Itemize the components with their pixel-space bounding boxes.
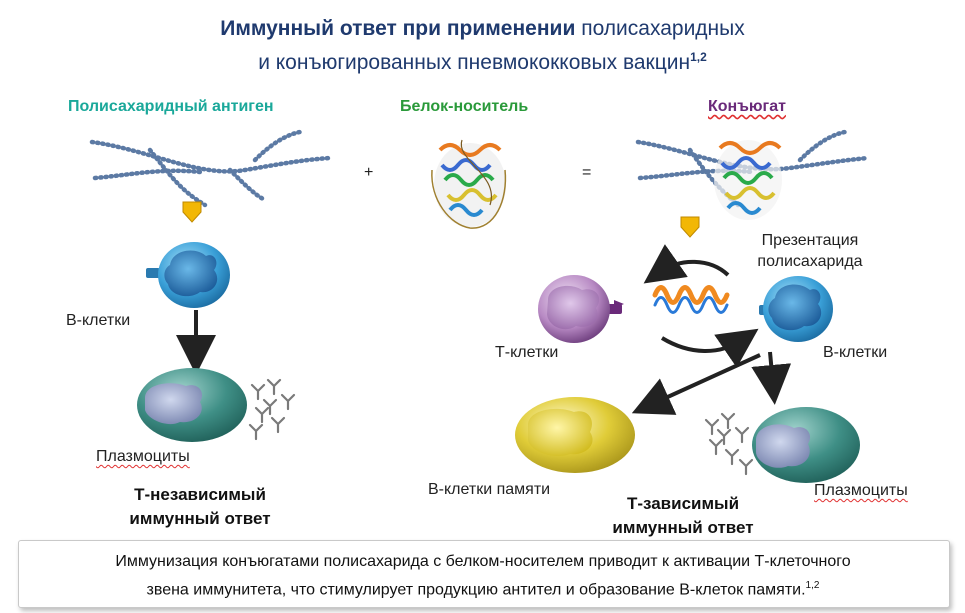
arrow-to-plasma-right <box>751 351 792 405</box>
antibodies-left-icon <box>248 378 296 441</box>
label-presentation: Презентация полисахарида <box>740 230 880 272</box>
label-b-cells-right: В-клетки <box>823 344 888 361</box>
title-line2: и конъюгированных пневмококковых вакцин <box>258 51 691 74</box>
footer-line2: звена иммунитета, что стимулирует продук… <box>146 581 806 599</box>
t-dependent-line1: Т-зависимый <box>626 494 740 513</box>
t-independent-line1: Т-независимый <box>134 485 266 504</box>
plasma-cell-right-icon <box>752 407 860 483</box>
title-sup: 1,2 <box>690 50 707 64</box>
title-rest: полисахаридных <box>581 17 745 40</box>
b-cell-left-icon <box>146 242 230 308</box>
carrier-protein-icon <box>431 139 507 229</box>
plus-sign: + <box>364 164 374 181</box>
polysaccharide-chain-icon <box>89 129 333 208</box>
equals-sign: = <box>582 164 592 181</box>
t-dependent-line2: иммунный ответ <box>612 518 754 537</box>
arrow-to-memory-b <box>631 353 761 415</box>
antibodies-right-icon <box>704 412 754 476</box>
t-independent-response: Т-независимый иммунный ответ <box>100 483 300 531</box>
footer-box <box>18 540 950 608</box>
t-independent-line2: иммунный ответ <box>129 509 271 528</box>
b-cell-right-icon <box>759 276 833 342</box>
t-dependent-response: Т-зависимый иммунный ответ <box>583 492 783 540</box>
memory-b-cell-icon <box>515 397 635 473</box>
label-presentation-line2: полисахарида <box>757 253 863 270</box>
footer-line1: Иммунизация конъюгатами полисахарида с б… <box>115 553 851 570</box>
footer-sup: 1,2 <box>805 580 820 591</box>
label-t-cells: Т-клетки <box>495 344 559 361</box>
label-b-cells-left: В-клетки <box>66 312 131 329</box>
label-plasma-right: Плазмоциты <box>814 482 908 499</box>
label-plasma-left: Плазмоциты <box>96 448 190 465</box>
plasma-cell-left-icon <box>137 368 247 442</box>
page-title: Иммунный ответ при применении полисахари… <box>0 14 965 77</box>
yellow-down-arrow-left-icon <box>182 201 202 223</box>
header-conjugate: Конъюгат <box>708 98 786 115</box>
title-bold: Иммунный ответ при применении <box>220 17 576 40</box>
conjugate-icon <box>635 129 871 220</box>
header-polysaccharide: Полисахаридный антиген <box>68 98 274 115</box>
label-memory-b: В-клетки памяти <box>428 481 551 498</box>
arrow-b-to-t-curve <box>643 244 730 284</box>
footer-text: Иммунизация конъюгатами полисахарида с б… <box>18 550 948 602</box>
t-cell-icon <box>538 275 624 343</box>
header-carrier: Белок-носитель <box>400 98 529 115</box>
arrow-t-to-b-curve <box>660 328 759 368</box>
yellow-down-arrow-right-icon <box>680 216 700 238</box>
receptor-spring-icon <box>652 285 730 314</box>
label-presentation-line1: Презентация <box>761 232 859 249</box>
